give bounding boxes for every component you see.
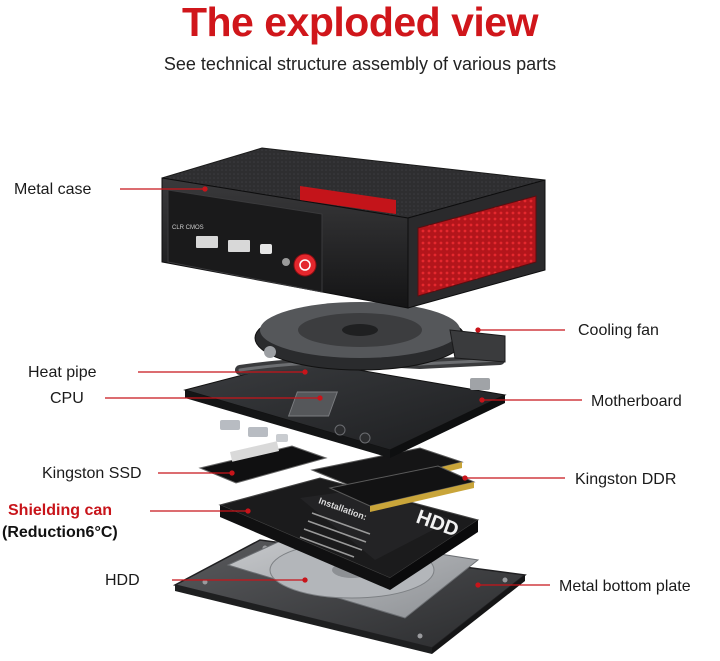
kingston-ssd-part <box>198 441 328 484</box>
label-hdd: HDD <box>105 572 140 589</box>
label-metal-bottom-plate: Metal bottom plate <box>559 578 691 595</box>
label-motherboard: Motherboard <box>591 393 682 410</box>
label-shielding-can: Shielding can <box>8 502 113 519</box>
motherboard-part <box>183 359 507 458</box>
kingston-ddr-part <box>310 447 476 512</box>
label-cpu: CPU <box>50 390 84 407</box>
label-shielding-note: (Reduction6°C) <box>2 524 118 541</box>
label-kingston-ssd: Kingston SSD <box>42 465 142 482</box>
clr-cmos-print: CLR CMOS <box>172 225 204 231</box>
label-metal-case: Metal case <box>14 181 92 198</box>
cooling-fan-part <box>254 302 506 371</box>
label-heat-pipe: Heat pipe <box>28 364 97 381</box>
shielding-can-part: HDD Installation: <box>218 477 480 590</box>
page-title: The exploded view <box>181 0 539 45</box>
label-cooling-fan: Cooling fan <box>578 322 659 339</box>
label-kingston-ddr: Kingston DDR <box>575 471 677 488</box>
leader-lines <box>105 186 582 588</box>
page-subtitle: See technical structure assembly of vari… <box>163 54 557 74</box>
metal-case-part: CLR CMOS <box>161 147 546 309</box>
